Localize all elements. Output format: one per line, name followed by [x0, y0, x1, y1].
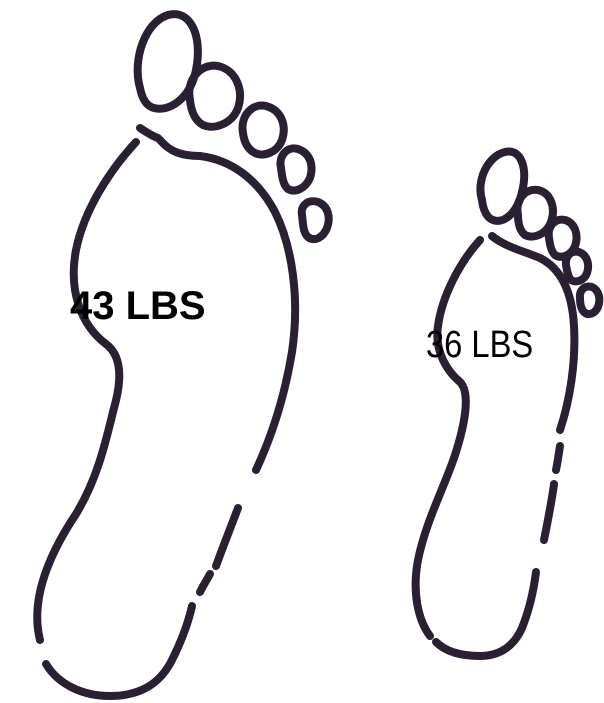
- small-footprint-weight-label: 36 LBS: [426, 326, 533, 364]
- small-sole-dash-1: [544, 484, 554, 540]
- large-toe-5: [302, 201, 329, 239]
- large-toe-2: [189, 66, 240, 127]
- large-sole-dash-2: [200, 574, 210, 592]
- small-toe-4: [566, 252, 588, 282]
- large-sole-heel: [46, 606, 192, 696]
- large-toe-3: [243, 106, 284, 155]
- large-toe-4: [280, 148, 311, 190]
- small-footprint-icon: [416, 151, 600, 656]
- large-sole-dash-1: [216, 508, 238, 566]
- large-footprint-icon: [37, 14, 329, 696]
- large-sole-toe-gap: [140, 128, 158, 138]
- small-sole-dash-2: [556, 446, 560, 470]
- small-sole-heel: [436, 572, 536, 656]
- small-toe-5: [580, 287, 599, 314]
- large-sole-inner-top: [37, 142, 136, 640]
- large-footprint-weight-label: 43 LBS: [70, 286, 206, 326]
- small-sole-inner: [416, 240, 480, 636]
